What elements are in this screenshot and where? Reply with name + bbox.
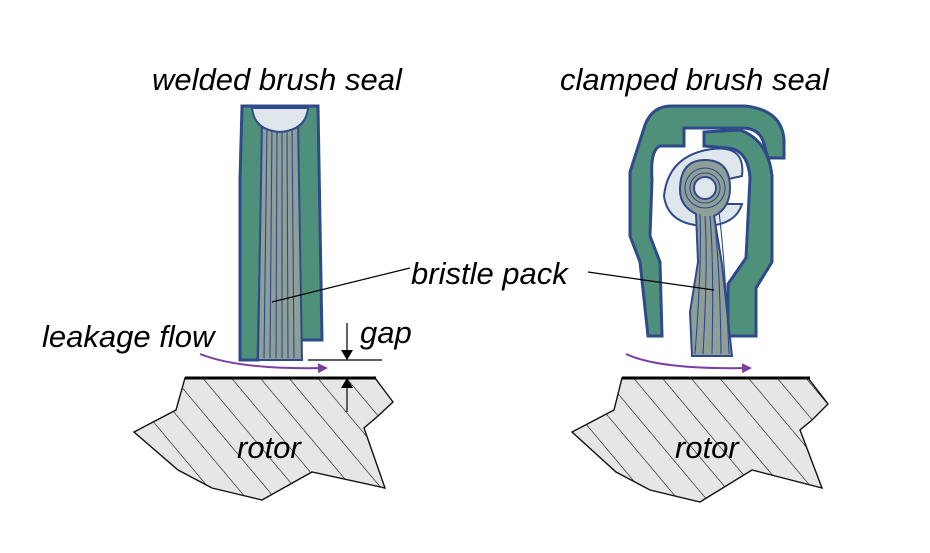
bristle-pack-label: bristle pack	[411, 256, 568, 291]
welded-seal	[132, 104, 411, 501]
welded-bristle-lines	[263, 123, 295, 359]
flow-arrow-right	[625, 353, 752, 374]
gap-dimension	[308, 323, 382, 412]
rotor-left	[132, 377, 394, 501]
core-wire	[693, 176, 717, 200]
gap-label: gap	[360, 315, 412, 350]
clamped-housing	[628, 104, 786, 338]
clamped-seal-title: clamped brush seal	[560, 62, 829, 97]
leakage-flow-arrow	[199, 353, 328, 374]
rotor-label-right: rotor	[675, 430, 739, 465]
rotor-label-left: rotor	[237, 430, 301, 465]
welded-seal-title: welded brush seal	[152, 62, 402, 97]
leakage-flow-label: leakage flow	[42, 319, 215, 354]
bristle-leader-left	[271, 267, 411, 303]
clamped-bristle-lines	[684, 167, 730, 355]
rotor-right	[570, 377, 829, 503]
clamped-seal	[570, 104, 829, 503]
weld-bead	[250, 107, 310, 134]
bristle-leader-right	[587, 271, 715, 291]
